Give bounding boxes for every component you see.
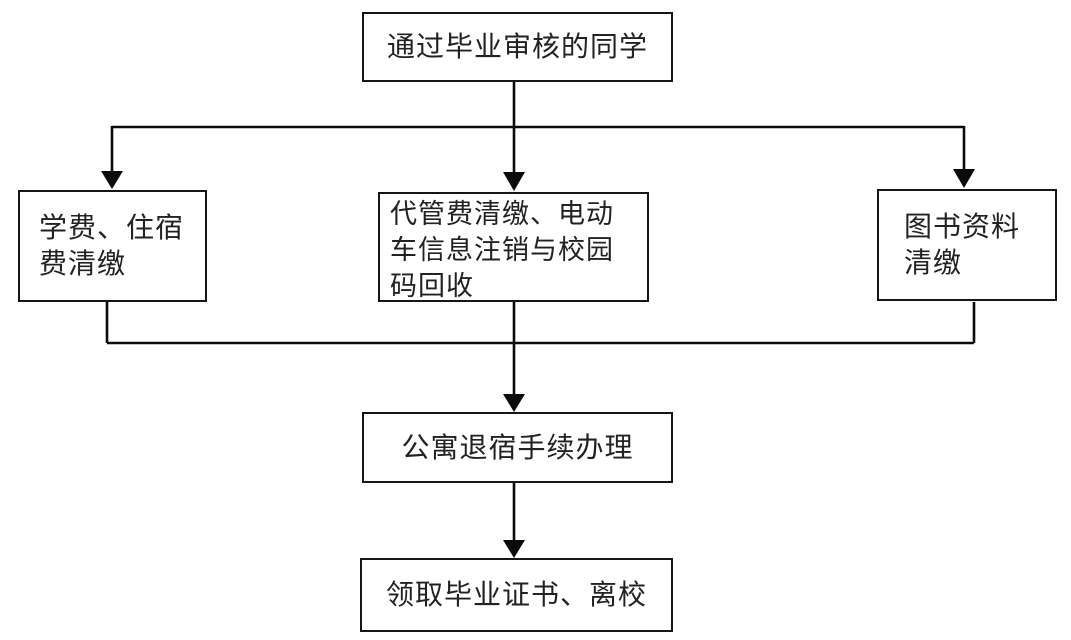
arrowhead-to-agency (503, 172, 525, 191)
flowchart-node-start: 通过毕业审核的同学 (362, 12, 673, 82)
node-agency-label: 代管费清缴、电动车信息注销与校园码回收 (390, 199, 614, 301)
flowchart-node-library: 图书资料清缴 (877, 189, 1057, 301)
flowchart-node-dorm: 公寓退宿手续办理 (362, 412, 673, 483)
node-library-label: 图书资料清缴 (904, 211, 1021, 278)
node-leave-label: 领取毕业证书、离校 (385, 579, 647, 610)
node-tuition-label: 学费、住宿费清缴 (39, 212, 185, 279)
arrowhead-to-dorm (503, 394, 525, 412)
flowchart-node-leave: 领取毕业证书、离校 (360, 558, 673, 632)
arrowhead-to-library (953, 169, 975, 188)
arrowhead-to-tuition (101, 171, 123, 189)
arrowhead-to-leave (503, 540, 525, 558)
flowchart-node-agency: 代管费清缴、电动车信息注销与校园码回收 (378, 192, 649, 302)
node-dorm-label: 公寓退宿手续办理 (401, 431, 634, 463)
flowchart-node-tuition: 学费、住宿费清缴 (18, 190, 207, 302)
node-start-label: 通过毕业审核的同学 (386, 31, 648, 62)
